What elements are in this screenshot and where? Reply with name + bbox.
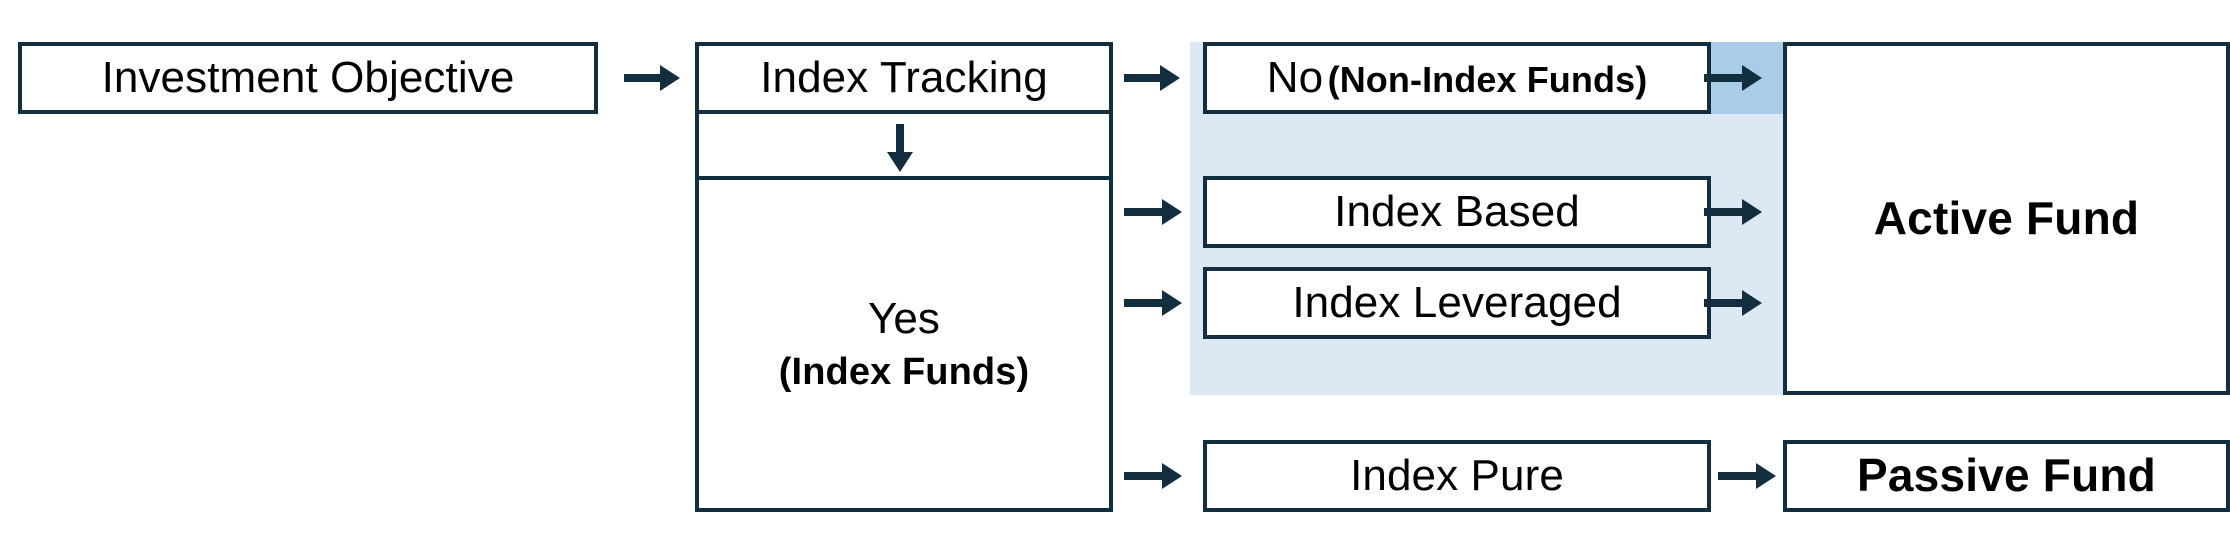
index-pure-label: Index Pure (1350, 451, 1564, 501)
index-based-label: Index Based (1334, 187, 1580, 237)
node-yes-index-funds[interactable]: Yes (Index Funds) (695, 176, 1113, 512)
investment-objective-label: Investment Objective (101, 53, 515, 103)
node-active-fund[interactable]: Active Fund (1783, 42, 2230, 395)
node-index-based[interactable]: Index Based (1203, 176, 1711, 248)
index-leveraged-label: Index Leveraged (1292, 278, 1622, 328)
node-no-non-index-funds[interactable]: No (Non-Index Funds) (1203, 42, 1711, 114)
no-branch-label: No (1266, 53, 1324, 103)
no-branch-label-group: No (Non-Index Funds) (1267, 53, 1648, 102)
yes-branch-sublabel: (Index Funds) (778, 351, 1030, 394)
node-index-leveraged[interactable]: Index Leveraged (1203, 267, 1711, 339)
yes-branch-label: Yes (867, 294, 941, 344)
node-investment-objective[interactable]: Investment Objective (18, 42, 598, 114)
node-index-tracking[interactable]: Index Tracking (695, 42, 1113, 114)
passive-fund-label: Passive Fund (1857, 449, 2156, 502)
index-tracking-label: Index Tracking (760, 53, 1048, 103)
node-index-pure[interactable]: Index Pure (1203, 440, 1711, 512)
no-branch-sublabel: (Non-Index Funds) (1327, 59, 1648, 101)
active-fund-label: Active Fund (1873, 191, 2140, 244)
node-passive-fund[interactable]: Passive Fund (1783, 440, 2230, 512)
